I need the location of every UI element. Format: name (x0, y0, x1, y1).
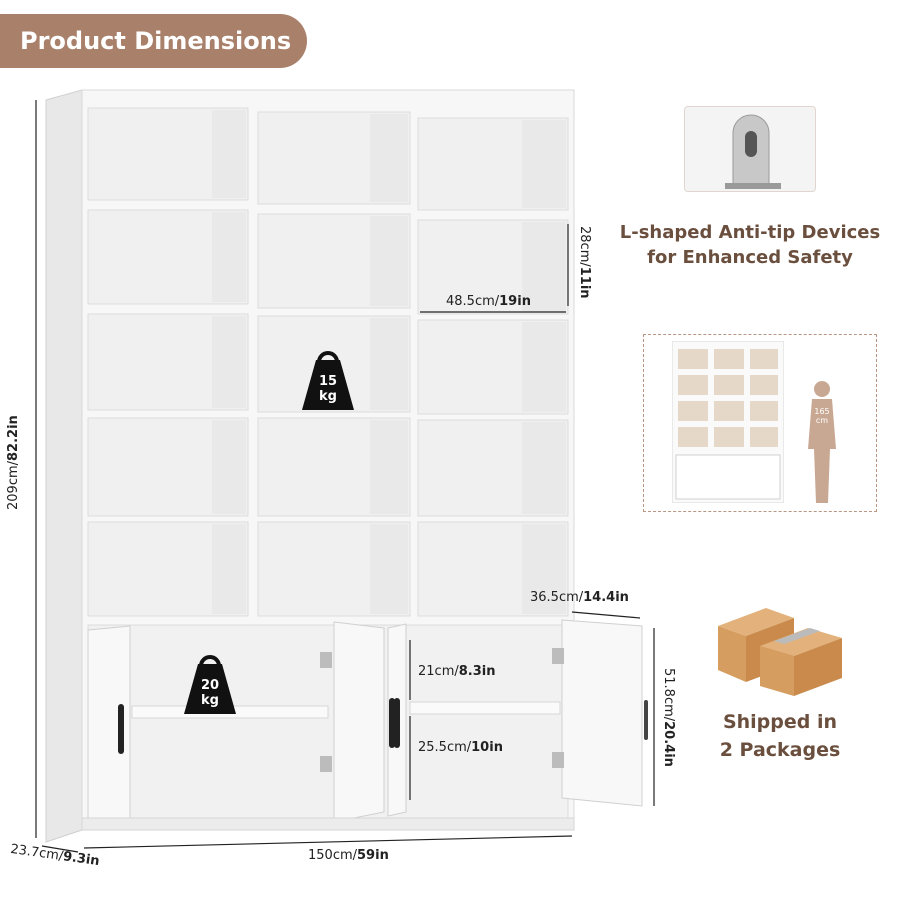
anti-tip-caption: L-shaped Anti-tip Devices for Enhanced S… (619, 222, 881, 268)
shelf-width-dimension-label: 48.5cm/19in (446, 294, 531, 309)
mini-bookcase-image (672, 341, 784, 503)
anti-tip-device-image (684, 106, 816, 192)
shipping-caption: Shipped in 2 Packages (719, 711, 841, 761)
cabinet-weight-badge: 20 kg (183, 660, 237, 714)
cabinet-door-4 (561, 619, 643, 807)
person-height-label: 165 cm (814, 407, 830, 425)
cabinet-shelf-right (409, 701, 561, 715)
depth-dimension-line (41, 845, 79, 853)
bookcase-base (81, 817, 575, 831)
door-handle-4 (644, 700, 648, 740)
cabinet-depth-dimension-label: 36.5cm/14.4in (530, 590, 629, 605)
width-dimension-line (83, 835, 573, 849)
person-silhouette-icon (808, 381, 836, 503)
cabinet-depth-dimension-line (571, 611, 641, 619)
weight-20kg-icon (184, 664, 236, 714)
door-handle-2 (389, 698, 395, 748)
height-dimension-label: 209cm/82.2in (6, 415, 21, 510)
anti-tip-bracket-icon (725, 114, 781, 189)
cubby-shading (212, 110, 566, 614)
shipping-boxes-icon (718, 608, 842, 696)
height-comparison-box: 165 cm (643, 334, 877, 512)
lower-cabinet-dimension-label: 25.5cm/10in (418, 740, 503, 755)
door-hinges (320, 648, 564, 772)
width-dimension-label: 150cm/59in (308, 848, 389, 863)
shelf-height-dimension-label: 28cm/11in (577, 226, 592, 299)
door-handle-1 (118, 704, 124, 754)
shelf-weight-unit: kg (319, 389, 337, 404)
cabinet-height-dimension-label: 51.8cm/20.4in (661, 668, 676, 767)
product-dimensions-banner: Product Dimensions (0, 14, 307, 68)
cabinet-weight-value: 20 (200, 678, 220, 693)
weight-15kg-icon (302, 360, 354, 410)
shelf-weight-value: 15 (318, 374, 338, 389)
door-handle-3 (394, 698, 400, 748)
shelf-weight-badge: 15 kg (301, 356, 355, 410)
cabinet-weight-unit: kg (201, 693, 219, 708)
upper-cabinet-dimension-label: 21cm/8.3in (418, 664, 496, 679)
cabinet-door-2 (333, 621, 385, 823)
bookcase-side-panel (45, 89, 83, 843)
